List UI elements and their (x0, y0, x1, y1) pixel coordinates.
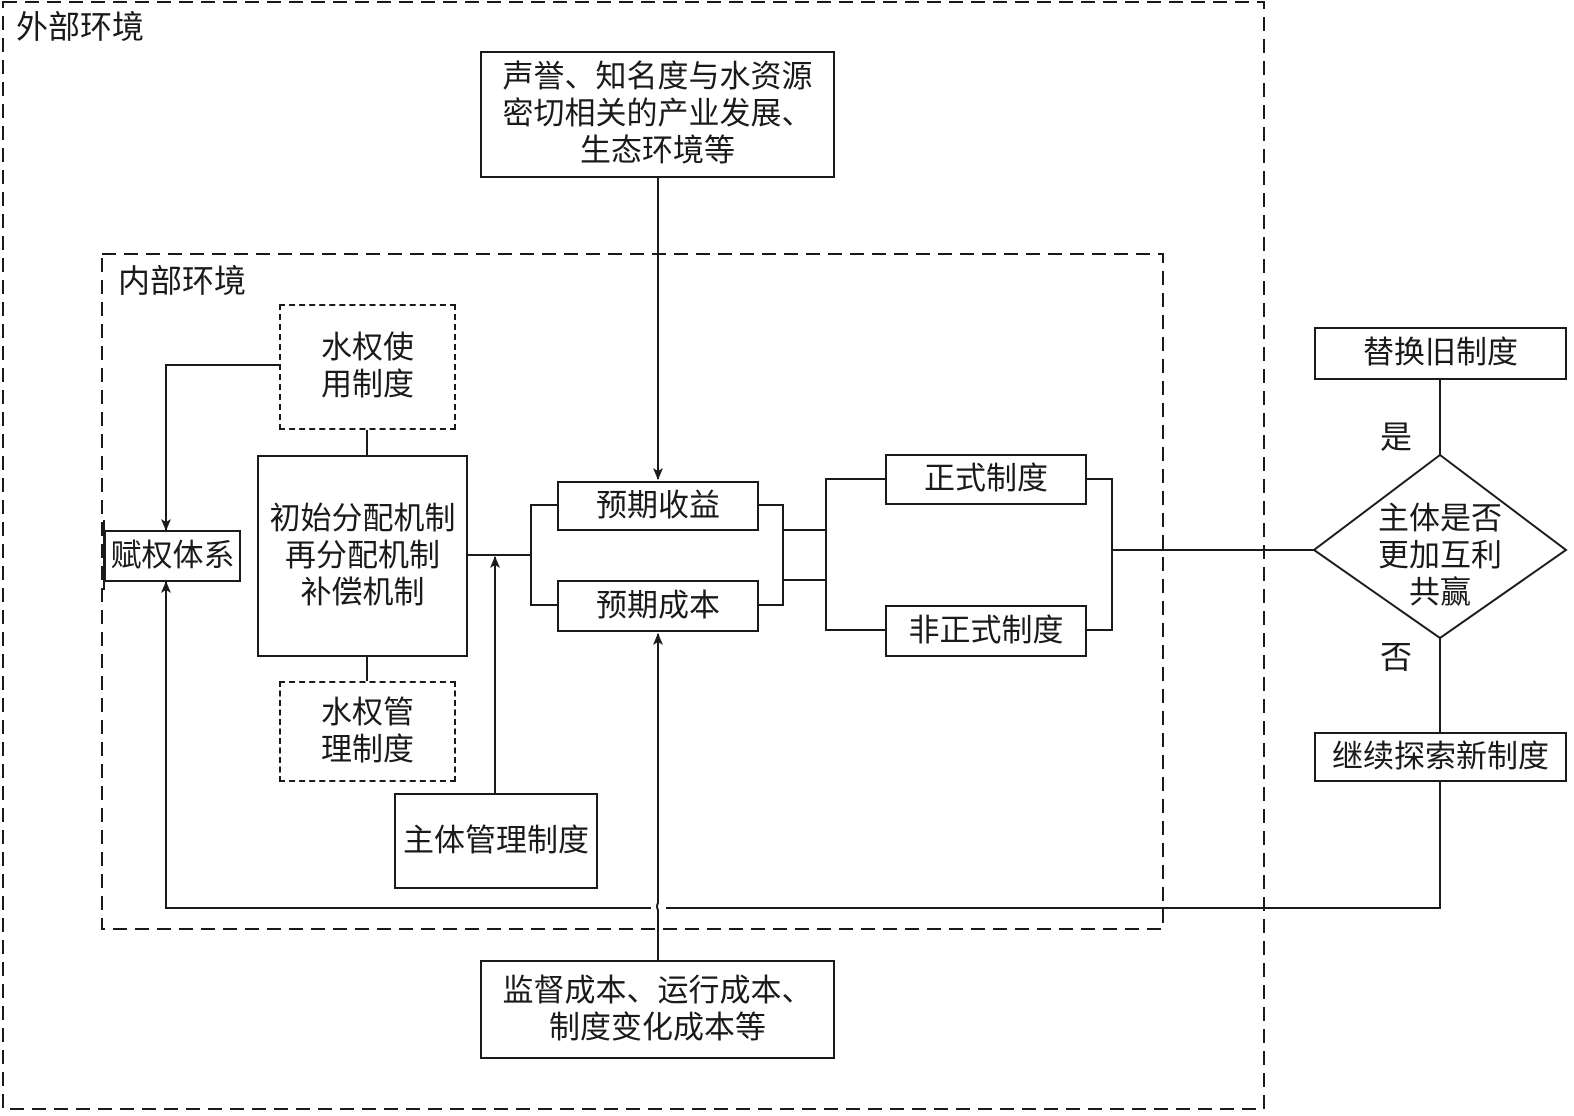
arrow-feedback-loop (666, 782, 1441, 909)
expected-cost-box: 预期成本 (557, 580, 759, 632)
subject-mgmt-system-text: 主体管理制度 (403, 822, 589, 859)
empowerment-system-box: 赋权体系 (104, 530, 241, 582)
expected-cost-text: 预期成本 (596, 587, 720, 624)
bracket-right-revenue-cost (759, 504, 784, 606)
arrow-feedback-loop-left (161, 581, 651, 909)
replace-old-system-box: 替换旧制度 (1314, 327, 1567, 380)
empowerment-system-text: 赋权体系 (110, 537, 235, 574)
subject-mgmt-system-box: 主体管理制度 (394, 793, 598, 889)
inner-environment-label: 内部环境 (118, 262, 247, 300)
bracket-formal-informal (825, 478, 885, 631)
decision-diamond (1312, 453, 1568, 640)
water-mgmt-system-box: 水权管 理制度 (279, 681, 456, 782)
water-mgmt-system-text: 水权管 理制度 (321, 694, 414, 768)
external-factors-box: 声誉、知名度与水资源 密切相关的产业发展、 生态环境等 (480, 51, 835, 178)
outer-environment-frame (2, 1, 1265, 1110)
informal-system-box: 非正式制度 (885, 605, 1087, 657)
explore-new-system-box: 继续探索新制度 (1314, 732, 1567, 782)
allocation-mechanisms-box: 初始分配机制 再分配机制 补偿机制 (257, 455, 468, 657)
yes-label: 是 (1380, 418, 1413, 456)
water-use-system-text: 水权使 用制度 (321, 330, 414, 403)
no-label: 否 (1380, 638, 1413, 676)
cost-factors-text: 监督成本、运行成本、 制度变化成本等 (502, 972, 813, 1046)
allocation-mechanisms-text: 初始分配机制 再分配机制 补偿机制 (269, 500, 456, 611)
decision-text: 主体是否 更加互利 共赢 (1378, 500, 1502, 611)
inner-environment-frame (101, 253, 1164, 930)
expected-revenue-text: 预期收益 (596, 487, 720, 524)
decision-text-box: 主体是否 更加互利 共赢 (1350, 498, 1530, 614)
water-use-system-box: 水权使 用制度 (279, 304, 456, 430)
formal-system-box: 正式制度 (885, 454, 1087, 505)
arrow-water-use-to-empowerment (161, 364, 279, 531)
replace-old-system-text: 替换旧制度 (1363, 335, 1518, 371)
bracket-right-formal-informal (1086, 478, 1113, 631)
outer-environment-label: 外部环境 (16, 8, 145, 46)
arrow-cost-factors-to-cost (653, 633, 663, 962)
cost-factors-box: 监督成本、运行成本、 制度变化成本等 (480, 960, 835, 1059)
formal-system-text: 正式制度 (924, 461, 1048, 497)
informal-system-text: 非正式制度 (908, 612, 1064, 649)
bracket-revenue-cost (530, 504, 557, 606)
external-factors-text: 声誉、知名度与水资源 密切相关的产业发展、 生态环境等 (502, 59, 813, 169)
expected-revenue-box: 预期收益 (557, 481, 759, 531)
explore-new-system-text: 继续探索新制度 (1332, 738, 1549, 775)
